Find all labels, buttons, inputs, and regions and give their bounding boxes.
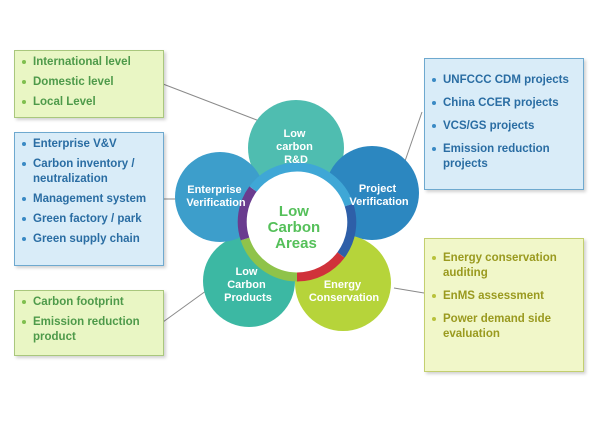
energy-box: Energy conservation auditing EnMS assess… xyxy=(424,238,584,372)
center-ring xyxy=(237,162,357,282)
connector-products xyxy=(162,287,211,323)
list-item: Carbon footprint xyxy=(21,295,157,310)
connector-rd xyxy=(162,83,263,123)
list-item: EnMS assessment xyxy=(431,289,577,304)
project-verification-label: Project Verification xyxy=(349,183,409,208)
rd-label: Low carbon R&D xyxy=(276,128,316,166)
list-item: Carbon inventory / neutralization xyxy=(21,157,153,187)
products-label: Low Carbon Products xyxy=(224,266,272,304)
list-item: UNFCCC CDM projects xyxy=(431,73,577,88)
energy-conservation-label: Energy Conservation xyxy=(309,279,380,304)
list-item: Local Level xyxy=(21,95,157,110)
list-item: Management system xyxy=(21,192,157,207)
center-title: Low Carbon Areas xyxy=(268,203,325,252)
list-item: Green supply chain xyxy=(21,232,157,247)
list-item: Enterprise V&V xyxy=(21,137,157,152)
enterprise-box: Enterprise V&V Carbon inventory / neutra… xyxy=(14,132,164,266)
list-item: Emission reduction product xyxy=(21,315,151,345)
connector-project xyxy=(403,111,423,165)
list-item: China CCER projects xyxy=(431,96,577,111)
list-item: Green factory / park xyxy=(21,212,157,227)
list-item: International level xyxy=(21,55,157,70)
enterprise-verification-label: Enterprise Verification xyxy=(186,184,246,209)
products-box: Carbon footprint Emission reduction prod… xyxy=(14,290,164,356)
list-item: Emission reduction projects xyxy=(431,142,563,172)
connector-energy xyxy=(393,287,425,294)
list-item: VCS/GS projects xyxy=(431,119,577,134)
list-item: Domestic level xyxy=(21,75,157,90)
project-box: UNFCCC CDM projects China CCER projects … xyxy=(424,58,584,190)
rd-levels-box: International level Domestic level Local… xyxy=(14,50,164,118)
list-item: Energy conservation auditing xyxy=(431,251,571,281)
list-item: Power demand side evaluation xyxy=(431,312,568,342)
